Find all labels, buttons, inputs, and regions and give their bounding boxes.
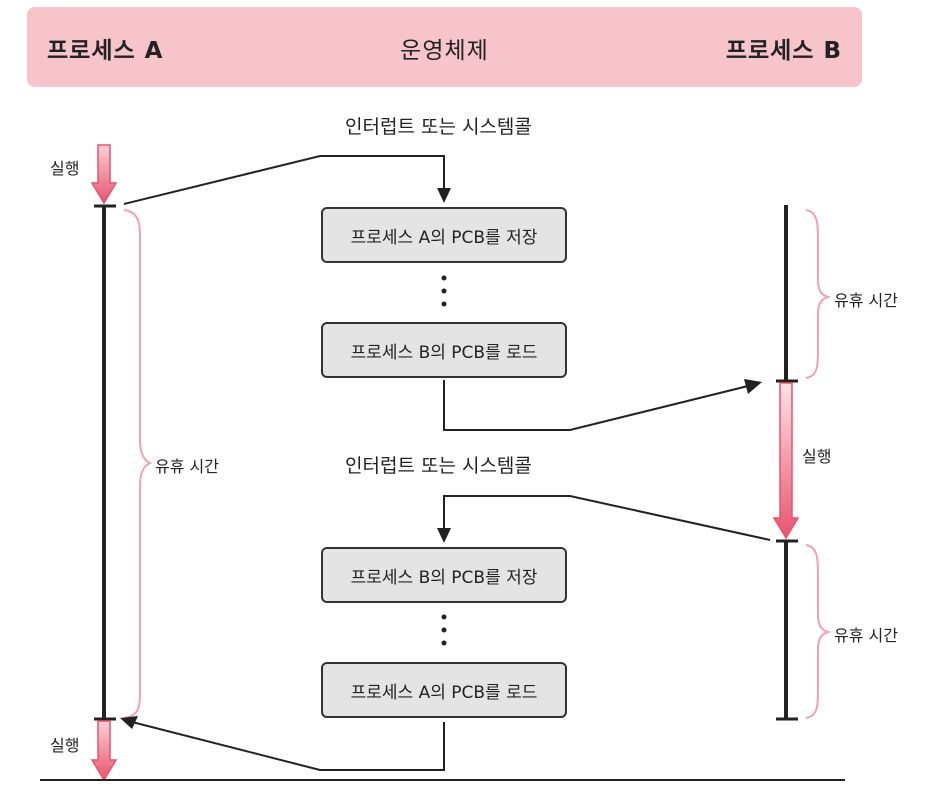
step-save-pcb-a-label: 프로세스 A의 PCB를 저장: [350, 227, 538, 248]
exec-label-b: 실행: [802, 447, 832, 466]
flow-arrow-os-to-b: [443, 380, 749, 431]
process-a-exec-arrow-bottom: [90, 720, 118, 782]
step-save-pcb-b: 프로세스 B의 PCB를 저장: [321, 547, 567, 603]
process-b-header: 프로세스 B: [725, 38, 842, 64]
flow-arrow-a-to-os: [123, 155, 445, 205]
ellipsis-dot: [441, 614, 447, 620]
flow-arrowhead-a-to-os: [437, 188, 451, 203]
idle-label-b-bottom: 유휴 시간: [834, 626, 898, 645]
step-load-pcb-a: 프로세스 A의 PCB를 로드: [321, 662, 567, 718]
process-b-exec-arrow: [772, 382, 800, 540]
flow-arrowhead-os-to-a: [120, 716, 138, 729]
step-load-pcb-b-label: 프로세스 B의 PCB를 로드: [350, 342, 538, 363]
ellipsis-dot: [441, 627, 447, 633]
idle-label-a: 유휴 시간: [155, 457, 219, 476]
step-save-pcb-b-label: 프로세스 B의 PCB를 저장: [350, 567, 538, 588]
exec-label-a-bottom: 실행: [50, 736, 80, 755]
flow-arrowhead-b-to-os: [437, 528, 451, 543]
process-b-idle-brace-bottom: [805, 544, 832, 719]
process-a-idle-brace: [123, 209, 153, 719]
step-load-pcb-a-label: 프로세스 A의 PCB를 로드: [350, 682, 538, 703]
flow-arrowhead-os-to-b: [744, 379, 762, 394]
ellipsis-dot: [441, 640, 447, 646]
flow-arrow-b-to-os: [443, 495, 771, 541]
interrupt-label-1: 인터럽트 또는 시스템콜: [345, 116, 532, 138]
os-header: 운영체제: [400, 38, 489, 64]
ellipsis-dot: [441, 275, 447, 281]
process-a-exec-arrow-top: [90, 144, 118, 205]
process-b-idle-brace-top: [805, 209, 832, 379]
ellipsis-dot: [441, 301, 447, 307]
flow-arrow-os-to-a: [131, 721, 445, 771]
interrupt-label-2: 인터럽트 또는 시스템콜: [345, 455, 532, 477]
ellipsis-dot: [441, 288, 447, 294]
step-load-pcb-b: 프로세스 B의 PCB를 로드: [321, 322, 567, 378]
header-banner: 프로세스 A 운영체제 프로세스 B: [27, 7, 862, 87]
step-save-pcb-a: 프로세스 A의 PCB를 저장: [321, 207, 567, 263]
process-a-header: 프로세스 A: [47, 38, 164, 64]
exec-label-a-top: 실행: [50, 159, 80, 178]
idle-label-b-top: 유휴 시간: [834, 291, 898, 310]
